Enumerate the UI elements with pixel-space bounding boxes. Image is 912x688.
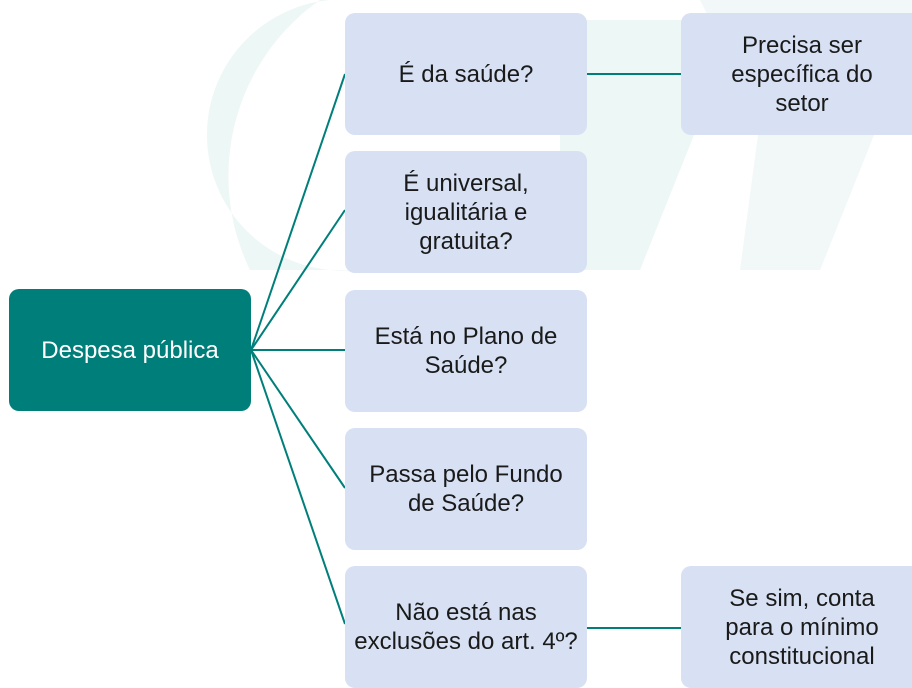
connector-root-to-question-5 (250, 349, 346, 625)
note-node-label: Precisa ser específica do setor (731, 31, 873, 117)
connector-root-to-question-1 (250, 73, 346, 351)
question-node-label: Não está nas exclusões do art. 4º? (354, 599, 578, 655)
question-node-label: Está no Plano de Saúde? (374, 323, 558, 379)
connector-root-to-question-2 (250, 209, 346, 351)
question-node-universal-igualitaria-gratuita: É universal, igualitária e gratuita? (345, 151, 587, 273)
connector-root-to-question-4 (250, 349, 346, 489)
question-node-exclusoes-art-4: Não está nas exclusões do art. 4º? (345, 566, 587, 688)
root-node-despesa-publica: Despesa pública (9, 289, 251, 411)
question-node-label: Passa pelo Fundo de Saúde? (369, 461, 563, 517)
note-node-label: Se sim, conta para o mínimo constitucion… (725, 584, 879, 670)
note-node-minimo-constitucional: Se sim, conta para o mínimo constitucion… (681, 566, 912, 688)
question-node-label: É da saúde? (398, 60, 534, 88)
question-node-fundo-de-saude: Passa pelo Fundo de Saúde? (345, 428, 587, 550)
note-node-especifica-do-setor: Precisa ser específica do setor (681, 13, 912, 135)
root-node-label: Despesa pública (41, 336, 219, 364)
question-node-plano-de-saude: Está no Plano de Saúde? (345, 290, 587, 412)
question-node-e-da-saude: É da saúde? (345, 13, 587, 135)
question-node-label: É universal, igualitária e gratuita? (403, 169, 529, 255)
